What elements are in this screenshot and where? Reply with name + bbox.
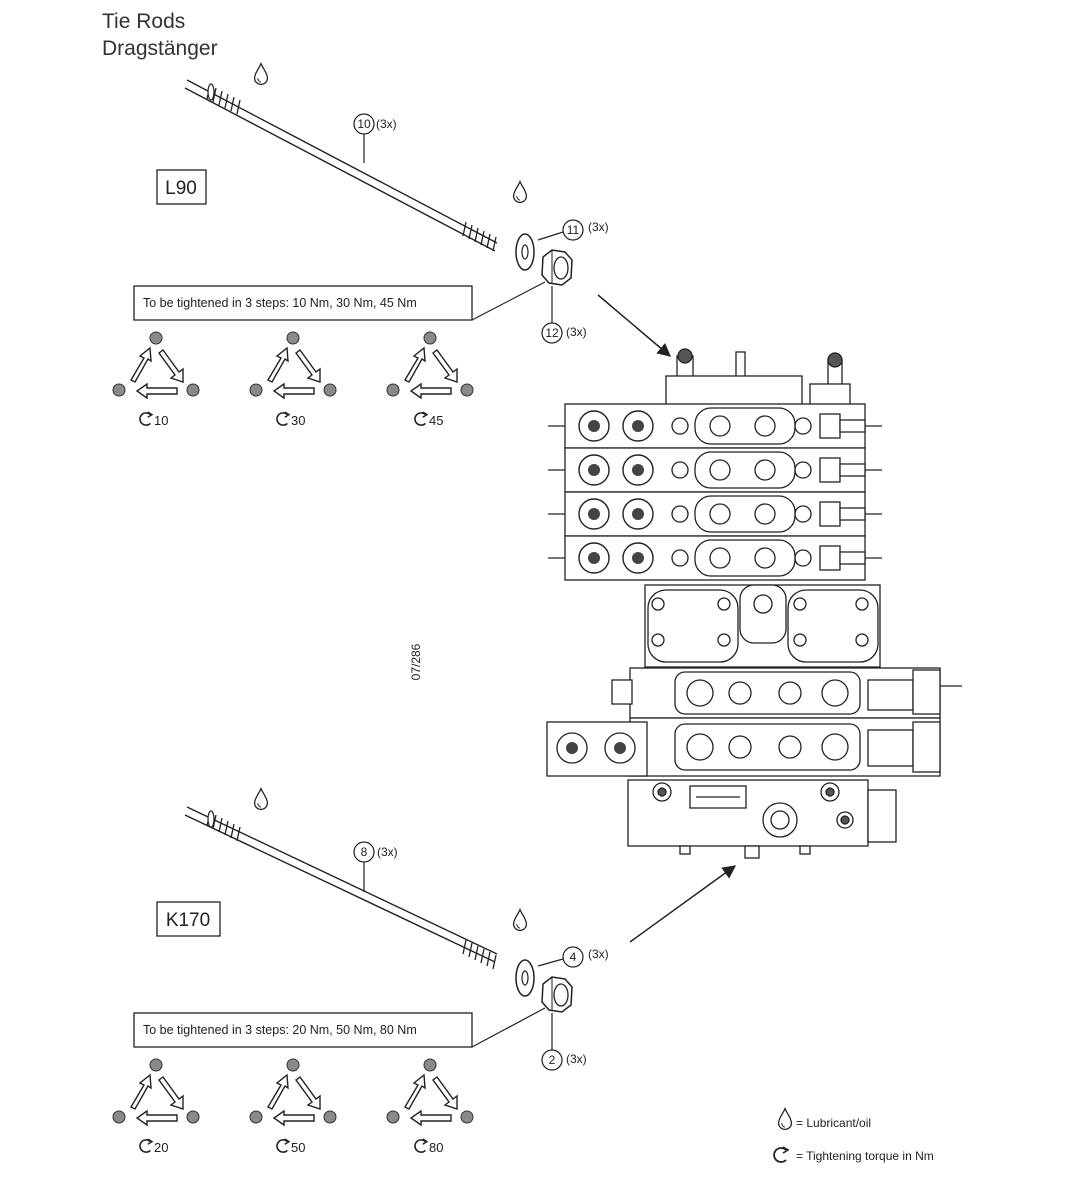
lubricant-icon [512, 180, 528, 204]
tightening-sequence-icon [249, 331, 337, 399]
lubricant-icon [777, 1107, 793, 1131]
tighten-note: To be tightened in 3 steps: 20 Nm, 50 Nm… [143, 1023, 417, 1037]
tie-rod-10 [184, 79, 498, 252]
item-qty: (3x) [588, 220, 609, 234]
torque-icon [414, 411, 428, 426]
item-number: 2 [549, 1053, 556, 1067]
tighten-note: To be tightened in 3 steps: 10 Nm, 30 Nm… [143, 296, 417, 310]
item-qty: (3x) [566, 325, 587, 339]
torque-icon [276, 1138, 290, 1153]
lubricant-icon [253, 62, 269, 86]
legend-torque: = Tightening torque in Nm [796, 1149, 934, 1163]
item-qty: (3x) [566, 1052, 587, 1066]
tie-rod-8 [184, 806, 498, 970]
lubricant-icon [253, 787, 269, 811]
washer-4 [515, 959, 535, 997]
tightening-sequence-icon [386, 331, 474, 399]
section-l90: 10 (3x) 11 (3x) 12 (3x) L90 To be tighte… [112, 62, 672, 428]
tightening-sequence-icon [249, 1058, 337, 1126]
control-valve-assembly [546, 348, 962, 859]
torque-value: 80 [429, 1140, 443, 1155]
washer-11 [515, 233, 535, 271]
tightening-sequence-icon [386, 1058, 474, 1126]
title-line-1: Tie Rods [102, 10, 185, 33]
title-line-2: Dragstänger [102, 37, 218, 60]
torque-icon [139, 1138, 153, 1153]
valve-section-group [548, 403, 882, 581]
torque-icon [773, 1146, 789, 1163]
torque-value: 10 [154, 413, 168, 428]
item-number: 12 [545, 326, 559, 340]
item-number: 4 [570, 950, 577, 964]
tightening-sequence-icon [112, 331, 200, 399]
nut-12 [541, 249, 573, 286]
item-qty: (3x) [588, 947, 609, 961]
model-label: L90 [165, 178, 197, 199]
item-number: 8 [361, 845, 368, 859]
torque-value: 20 [154, 1140, 168, 1155]
item-qty: (3x) [376, 117, 397, 131]
torque-value: 45 [429, 413, 443, 428]
legend-lubricant: = Lubricant/oil [796, 1116, 871, 1130]
item-number: 11 [567, 223, 580, 237]
figure-reference: 07/286 [409, 643, 423, 680]
section-k170: 8 (3x) 4 (3x) 2 (3x) K170 To be tightene… [112, 787, 737, 1155]
model-label: K170 [166, 910, 210, 931]
torque-icon [139, 411, 153, 426]
item-number: 10 [357, 117, 371, 131]
torque-value: 50 [291, 1140, 305, 1155]
torque-icon [414, 1138, 428, 1153]
lubricant-icon [512, 908, 528, 932]
item-qty: (3x) [377, 845, 398, 859]
torque-value: 30 [291, 413, 305, 428]
nut-2 [541, 976, 573, 1013]
legend: = Lubricant/oil = Tightening torque in N… [773, 1107, 934, 1163]
torque-icon [276, 411, 290, 426]
tightening-sequence-icon [112, 1058, 200, 1126]
